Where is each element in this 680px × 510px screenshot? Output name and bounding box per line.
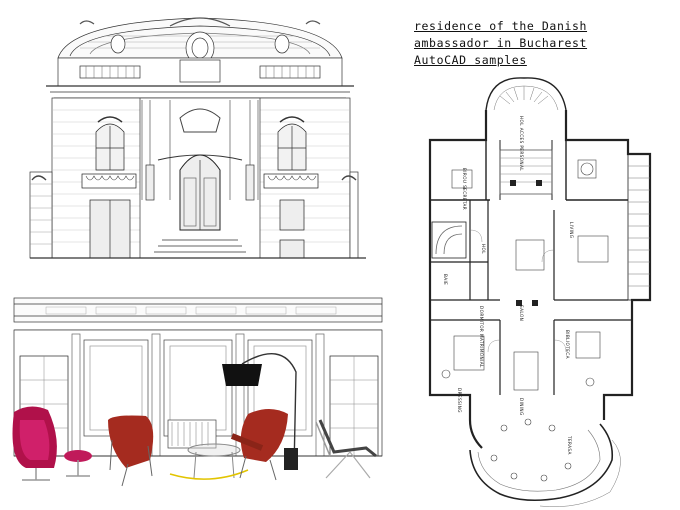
facade-elevation — [29, 17, 366, 259]
red-lounge-chair-left — [108, 415, 154, 487]
plan-label-biblioteca: BIBLIOTECA — [565, 330, 570, 359]
ottoman — [64, 450, 92, 477]
title-line-3: AutoCAD samples — [414, 53, 527, 67]
barcelona-chair — [315, 419, 377, 479]
red-lounge-chair-right — [230, 409, 288, 481]
plan-label-hol-acces: HOL ACCES PERSONAL — [519, 116, 524, 171]
egg-chair — [12, 406, 57, 481]
floor-plan — [428, 77, 652, 507]
plan-label-dining: DINING — [519, 398, 524, 416]
floor-lamp — [222, 353, 298, 471]
page-title: residence of the Danish ambassador in Bu… — [414, 18, 674, 69]
plan-label-dressing: DRESSING — [457, 388, 462, 413]
title-line-1: residence of the Danish — [414, 19, 588, 33]
plan-label-dormitor: DORMITOR MATRIMONIAL — [479, 306, 484, 368]
interior-elevation — [13, 297, 383, 457]
side-table — [169, 443, 249, 480]
plan-label-terasa: TERASA — [567, 435, 572, 455]
plan-label-salon: SALON — [519, 305, 524, 321]
plan-label-birou: BIROU SECRETAR — [462, 168, 467, 210]
title-line-2: ambassador in Bucharest — [414, 36, 588, 50]
plan-label-baie: BAIE — [443, 274, 448, 285]
plan-label-living: LIVING — [569, 222, 574, 238]
plan-label-hol: HOL — [481, 244, 486, 254]
